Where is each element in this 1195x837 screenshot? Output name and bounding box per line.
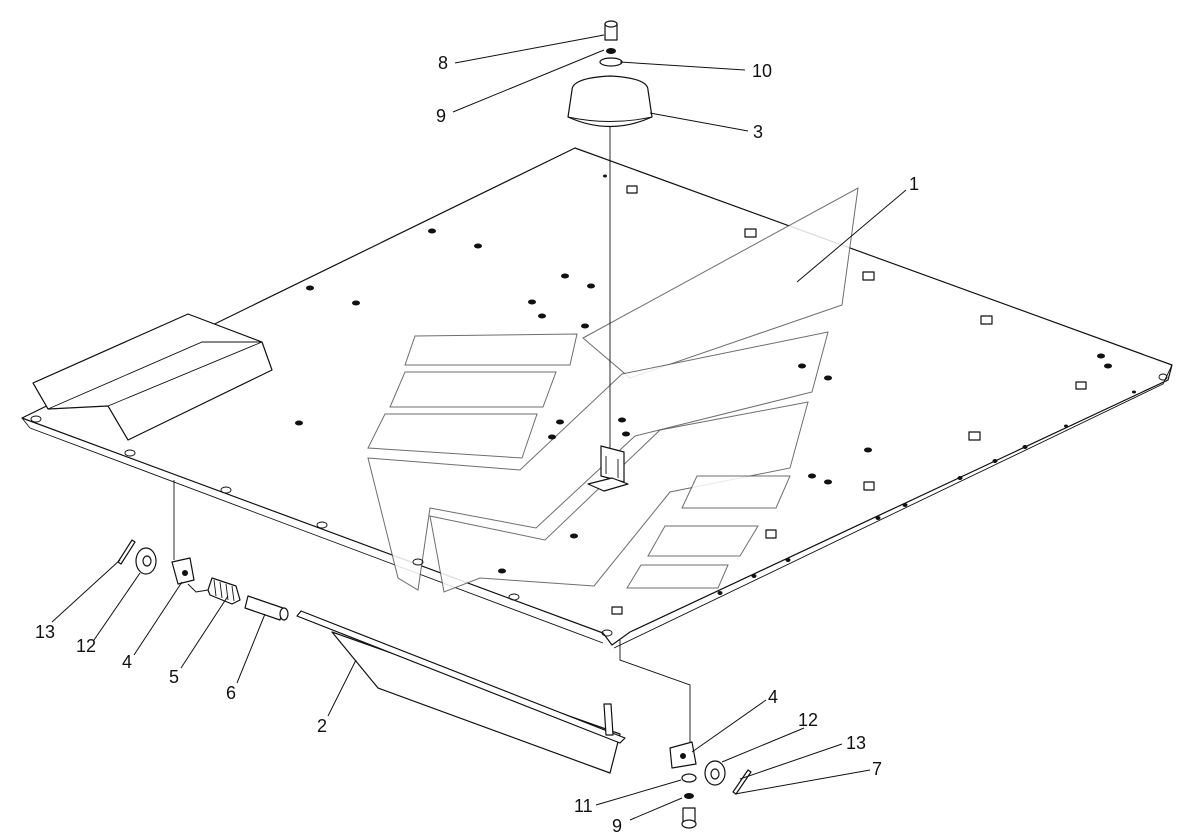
right-hardware <box>669 741 752 829</box>
callout-13-left: 13 <box>35 622 55 642</box>
edge-slots <box>30 373 1168 637</box>
cap-assembly <box>567 20 653 128</box>
callout-4-left: 4 <box>122 652 132 672</box>
plate-holes <box>295 174 1136 595</box>
callout-labels: 8 9 10 3 1 13 12 4 5 6 2 4 12 13 7 11 9 <box>35 53 919 836</box>
callout-9-top: 9 <box>436 106 446 126</box>
callout-13-right: 13 <box>846 733 866 753</box>
callout-4-right: 4 <box>768 687 778 707</box>
callout-2: 2 <box>317 716 327 736</box>
floor-plate <box>21 147 1173 649</box>
left-hardware <box>117 539 289 621</box>
callout-6: 6 <box>226 683 236 703</box>
callout-1: 1 <box>909 174 919 194</box>
callout-12-right: 12 <box>798 710 818 730</box>
flap-shaft <box>296 610 626 774</box>
channel-profile <box>32 313 273 441</box>
callout-5: 5 <box>169 667 179 687</box>
callout-9-bottom: 9 <box>612 816 622 836</box>
center-bracket <box>587 445 629 492</box>
plate-tabs <box>611 185 1087 615</box>
callout-12-left: 12 <box>76 636 96 656</box>
leader-lines <box>51 34 907 821</box>
callout-10: 10 <box>752 61 772 81</box>
callout-3: 3 <box>753 122 763 142</box>
callout-11: 11 <box>574 796 593 816</box>
callout-8: 8 <box>438 53 448 73</box>
watermark-logo <box>367 187 859 593</box>
callout-7: 7 <box>872 759 882 779</box>
assembly-axes <box>173 126 691 748</box>
